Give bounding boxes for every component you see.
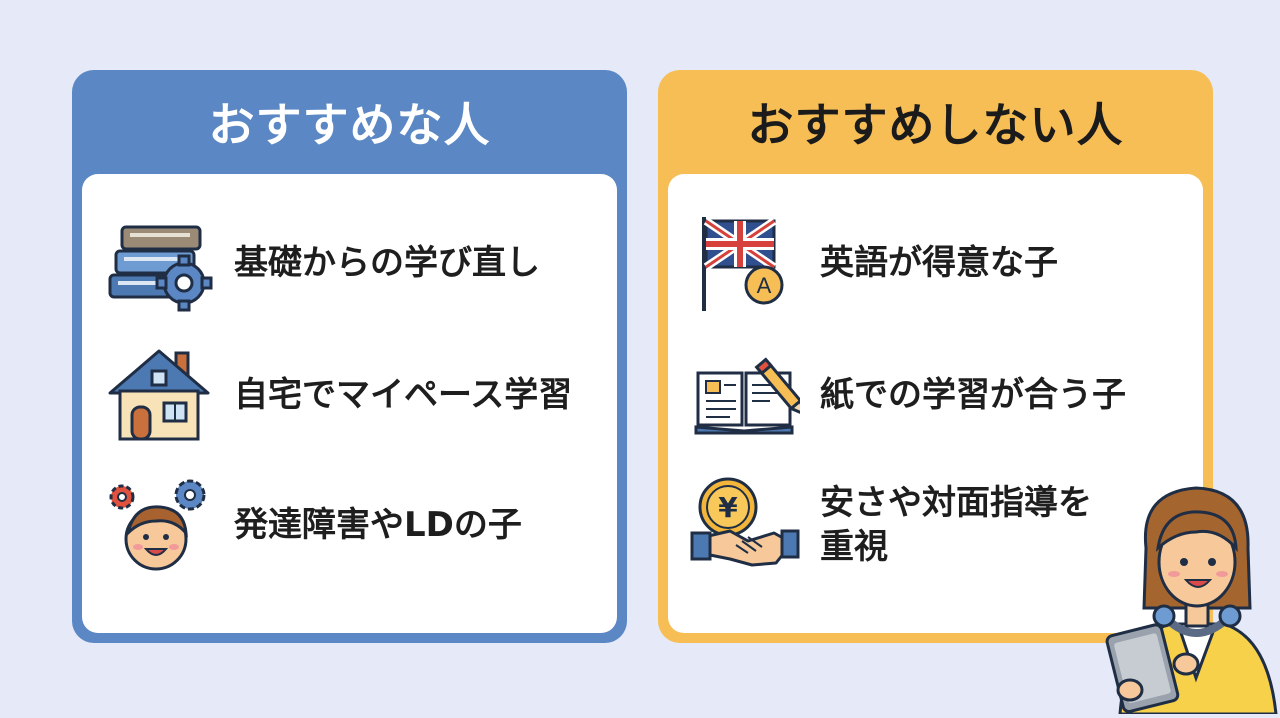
- item-label: 英語が得意な子: [820, 243, 1058, 283]
- yen-coin-handshake-icon: ¥: [690, 475, 800, 575]
- uk-flag-icon: A: [690, 213, 800, 313]
- item-label-line-2: 重視: [820, 527, 888, 567]
- books-gear-icon: [104, 213, 214, 313]
- item-label-line-1: 安さや対面指導を: [820, 483, 1092, 523]
- svg-text:¥: ¥: [718, 491, 738, 524]
- list-item: 紙での学習が合う子: [668, 340, 1203, 450]
- woman-with-tablet-illustration: [1100, 478, 1280, 716]
- item-label: 紙での学習が合う子: [820, 375, 1126, 415]
- list-item: A 英語が得意な子: [668, 208, 1203, 318]
- svg-text:A: A: [757, 273, 772, 298]
- item-label: 安さや対面指導を 重視: [820, 481, 1191, 569]
- not-recommended-list: A 英語が得意な子: [668, 174, 1203, 633]
- item-label: 発達障害やLDの子: [234, 505, 522, 545]
- recommended-panel: おすすめな人: [72, 70, 627, 643]
- recommended-title: おすすめな人: [208, 98, 491, 152]
- item-label: 自宅でマイペース学習: [234, 375, 573, 415]
- recommended-list: 基礎からの学び直し 自宅でマイペース学習: [82, 174, 617, 633]
- not-recommended-panel: おすすめしない人: [658, 70, 1213, 643]
- list-item: 自宅でマイペース学習: [82, 340, 617, 450]
- item-label: 基礎からの学び直し: [234, 243, 540, 283]
- list-item: 発達障害やLDの子: [82, 470, 617, 580]
- child-face-gears-icon: [104, 475, 214, 575]
- not-recommended-title: おすすめしない人: [747, 98, 1124, 152]
- list-item: ¥ 安さや対面指導を 重視: [668, 470, 1203, 580]
- house-icon: [104, 345, 214, 445]
- open-book-pencil-icon: [690, 345, 800, 445]
- list-item: 基礎からの学び直し: [82, 208, 617, 318]
